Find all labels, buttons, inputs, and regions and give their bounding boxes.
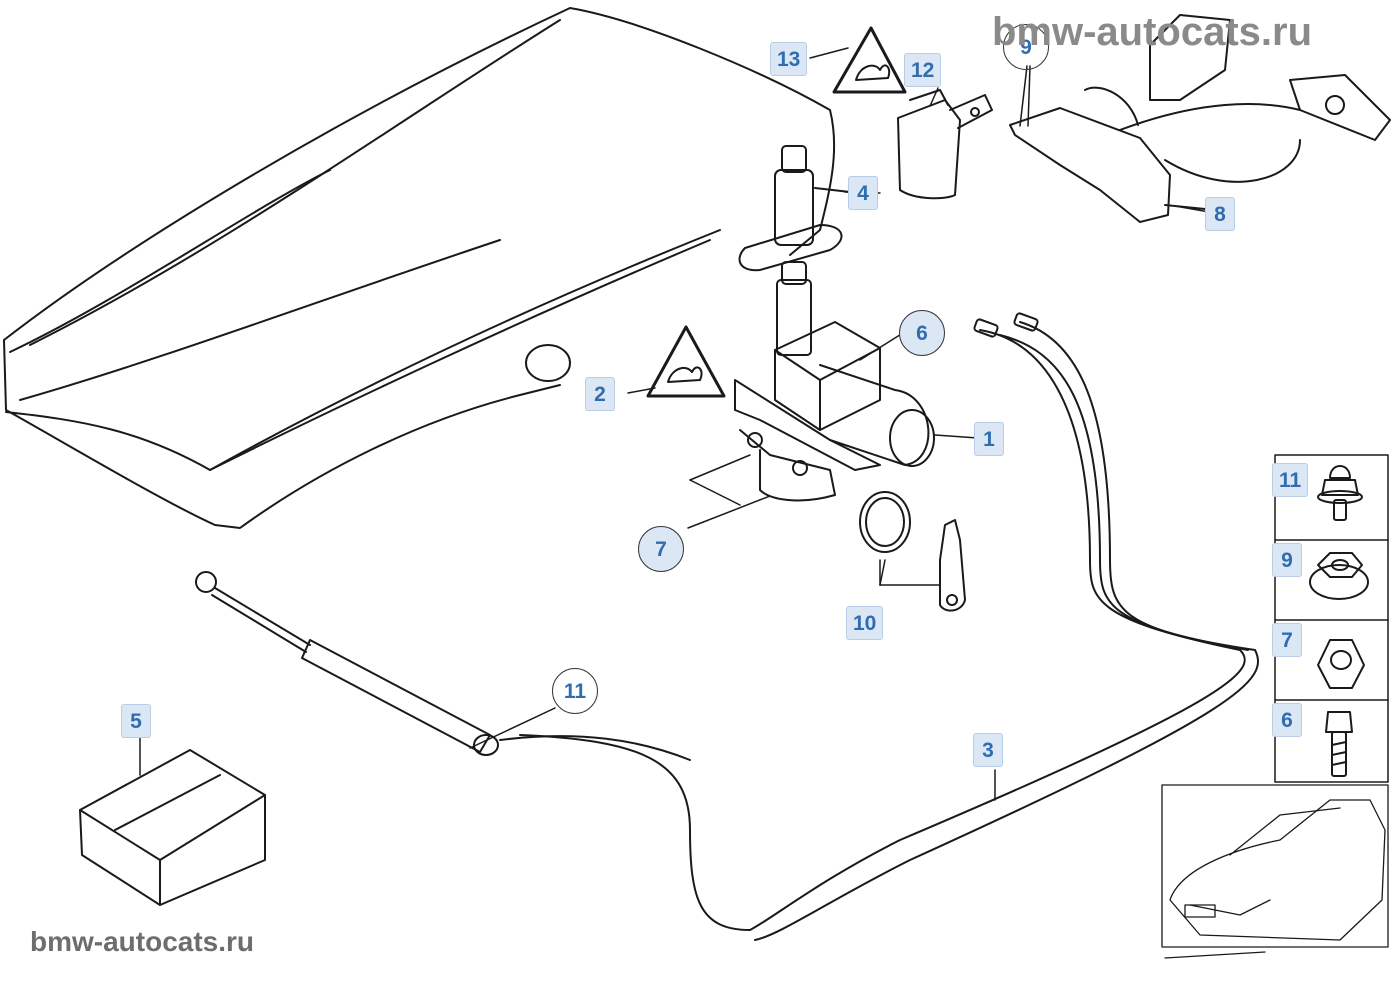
foam-block [79, 749, 266, 906]
callout-4[interactable]: 4 [848, 176, 878, 210]
relay-12 [897, 89, 993, 200]
callout-1[interactable]: 1 [974, 422, 1004, 456]
callout-6-main[interactable]: 6 [899, 310, 945, 356]
hex-bolt-icon [1325, 711, 1353, 777]
callout-9-top[interactable]: 9 [1003, 24, 1049, 70]
callout-10[interactable]: 10 [846, 606, 884, 640]
actuator-assembly [734, 261, 935, 502]
callout-2[interactable]: 2 [585, 377, 615, 411]
callout-11-main[interactable]: 11 [552, 668, 598, 714]
valve-10 [939, 519, 966, 612]
damper-upper [738, 145, 851, 272]
callout-13[interactable]: 13 [770, 42, 808, 76]
gas-strut [195, 571, 499, 756]
o-ring [859, 491, 911, 553]
panel-callout-6[interactable]: 6 [1272, 703, 1302, 737]
bowden-cables [499, 312, 1259, 941]
panel-callout-9[interactable]: 9 [1272, 543, 1302, 577]
bolt-with-washer-icon [1317, 465, 1363, 521]
hex-nut-icon [1317, 639, 1365, 689]
latch-assembly [1009, 14, 1391, 223]
callout-12[interactable]: 12 [904, 53, 942, 87]
hardware-panel [1274, 454, 1389, 783]
watermark-top: bmw-autocats.ru [992, 10, 1313, 54]
car-thumbnail [1161, 784, 1389, 959]
callout-5[interactable]: 5 [121, 704, 151, 738]
callout-3[interactable]: 3 [973, 733, 1003, 767]
panel-callout-7[interactable]: 7 [1272, 623, 1302, 657]
warning-label-13 [832, 26, 907, 94]
panel-callout-11[interactable]: 11 [1272, 463, 1309, 497]
watermark-bottom: bmw-autocats.ru [30, 926, 255, 957]
warning-label-2 [646, 325, 726, 398]
trunk-lid [3, 7, 836, 529]
callout-7-main[interactable]: 7 [638, 526, 684, 572]
callout-8[interactable]: 8 [1205, 197, 1235, 231]
flange-nut-icon [1309, 552, 1369, 600]
